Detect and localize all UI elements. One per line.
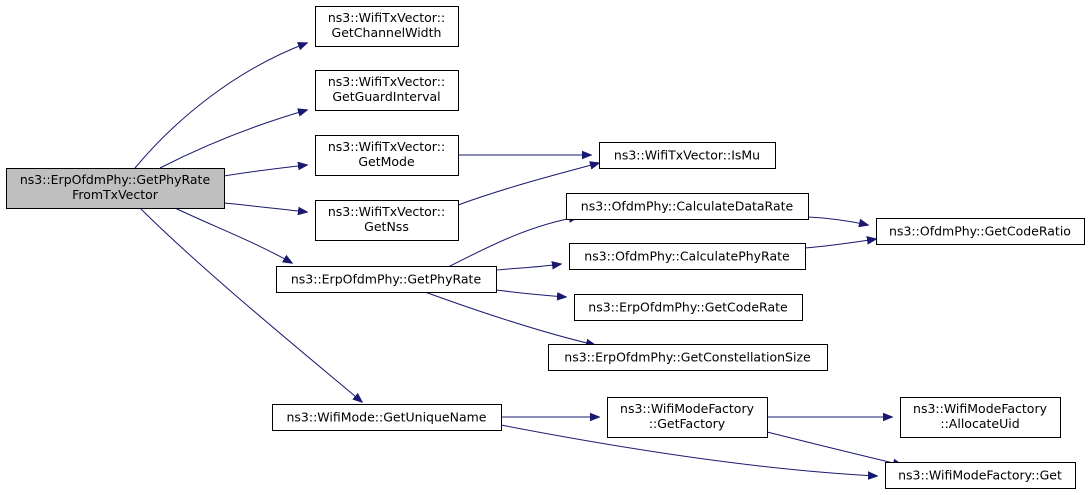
node-label: ns3::ErpOfdmPhy::GetConstellationSize: [564, 350, 811, 365]
node-label: ns3::ErpOfdmPhy::GetPhyRate: [20, 172, 211, 187]
edge-getFactory-to-factoryGet: [766, 431, 902, 465]
node-label: ns3::WifiMode::GetUniqueName: [287, 410, 487, 425]
nodes: ns3::ErpOfdmPhy::GetPhyRateFromTxVectorn…: [6, 6, 1085, 489]
edge-getPhyRate-to-getCodeRate: [495, 289, 566, 297]
node-box: [574, 294, 803, 321]
node-box: [885, 462, 1076, 489]
edge-root-to-getGuardInterval: [159, 110, 307, 169]
node-allocateUid[interactable]: ns3::WifiModeFactory::AllocateUid: [900, 397, 1061, 438]
node-getChannelWidth[interactable]: ns3::WifiTxVector::GetChannelWidth: [315, 6, 459, 47]
node-label: ns3::OfdmPhy::CalculatePhyRate: [584, 249, 790, 264]
node-box: [566, 193, 809, 220]
node-getConstSize[interactable]: ns3::ErpOfdmPhy::GetConstellationSize: [548, 344, 828, 371]
edge-root-to-getNss: [223, 202, 307, 212]
node-label: ns3::WifiTxVector::: [328, 74, 445, 89]
node-box: [315, 200, 459, 241]
node-getUniqueName[interactable]: ns3::WifiMode::GetUniqueName: [272, 404, 502, 431]
node-getNss[interactable]: ns3::WifiTxVector::GetNss: [315, 200, 459, 241]
node-label: ns3::WifiTxVector::: [328, 139, 445, 154]
node-getMode[interactable]: ns3::WifiTxVector::GetMode: [315, 135, 459, 176]
edge-getNss-to-isMu: [457, 163, 599, 206]
node-box: [900, 397, 1061, 438]
node-label: ns3::ErpOfdmPhy::GetCodeRate: [588, 300, 788, 315]
edge-calcDataRate-to-getCodeRatio: [807, 216, 868, 225]
edge-root-to-getPhyRate: [174, 207, 292, 263]
node-label: ns3::ErpOfdmPhy::GetPhyRate: [291, 272, 482, 287]
node-label: ::AllocateUid: [940, 416, 1019, 431]
node-label: GetMode: [358, 154, 415, 169]
edge-root-to-getMode: [223, 165, 307, 177]
node-box: [548, 344, 828, 371]
node-box: [876, 218, 1085, 245]
edge-getUniqueName-to-factoryGet: [500, 424, 877, 476]
edge-getPhyRate-to-getConstSize: [424, 291, 595, 345]
node-label: GetGuardInterval: [332, 89, 440, 104]
node-label: FromTxVector: [72, 187, 159, 202]
edges: [134, 43, 902, 476]
node-box: [599, 142, 776, 169]
edge-getPhyRate-to-calcDataRate: [449, 217, 578, 267]
node-getGuardInterval[interactable]: ns3::WifiTxVector::GetGuardInterval: [315, 70, 459, 111]
node-label: ns3::WifiModeFactory::Get: [898, 468, 1062, 483]
node-box: [272, 404, 502, 431]
node-getPhyRate[interactable]: ns3::ErpOfdmPhy::GetPhyRate: [276, 266, 497, 293]
node-label: ns3::WifiModeFactory: [913, 401, 1048, 416]
node-getCodeRate[interactable]: ns3::ErpOfdmPhy::GetCodeRate: [574, 294, 803, 321]
node-box: [569, 243, 806, 270]
node-isMu[interactable]: ns3::WifiTxVector::IsMu: [599, 142, 776, 169]
node-label: ns3::OfdmPhy::GetCodeRatio: [889, 224, 1071, 239]
node-label: ns3::WifiTxVector::: [328, 10, 445, 25]
node-calcPhyRate[interactable]: ns3::OfdmPhy::CalculatePhyRate: [569, 243, 806, 270]
node-label: ns3::OfdmPhy::CalculateDataRate: [581, 199, 794, 214]
node-getFactory[interactable]: ns3::WifiModeFactory::GetFactory: [607, 397, 768, 438]
node-box: [607, 397, 768, 438]
node-box: [276, 266, 497, 293]
node-label: GetChannelWidth: [332, 25, 442, 40]
node-box: [315, 70, 459, 111]
node-label: ::GetFactory: [649, 416, 726, 431]
node-box: [315, 6, 459, 47]
node-factoryGet[interactable]: ns3::WifiModeFactory::Get: [885, 462, 1076, 489]
node-label: ns3::WifiTxVector::: [328, 204, 445, 219]
node-label: GetNss: [364, 219, 409, 234]
edge-root-to-getUniqueName: [139, 207, 362, 402]
node-getCodeRatio[interactable]: ns3::OfdmPhy::GetCodeRatio: [876, 218, 1085, 245]
edge-root-to-getChannelWidth: [134, 43, 307, 169]
node-label: ns3::WifiModeFactory: [620, 401, 755, 416]
node-calcDataRate[interactable]: ns3::OfdmPhy::CalculateDataRate: [566, 193, 809, 220]
edge-calcPhyRate-to-getCodeRatio: [804, 239, 876, 249]
node-label: ns3::WifiTxVector::IsMu: [614, 148, 760, 163]
edge-getPhyRate-to-calcPhyRate: [495, 264, 561, 271]
node-box: [315, 135, 459, 176]
node-box: [6, 168, 225, 209]
